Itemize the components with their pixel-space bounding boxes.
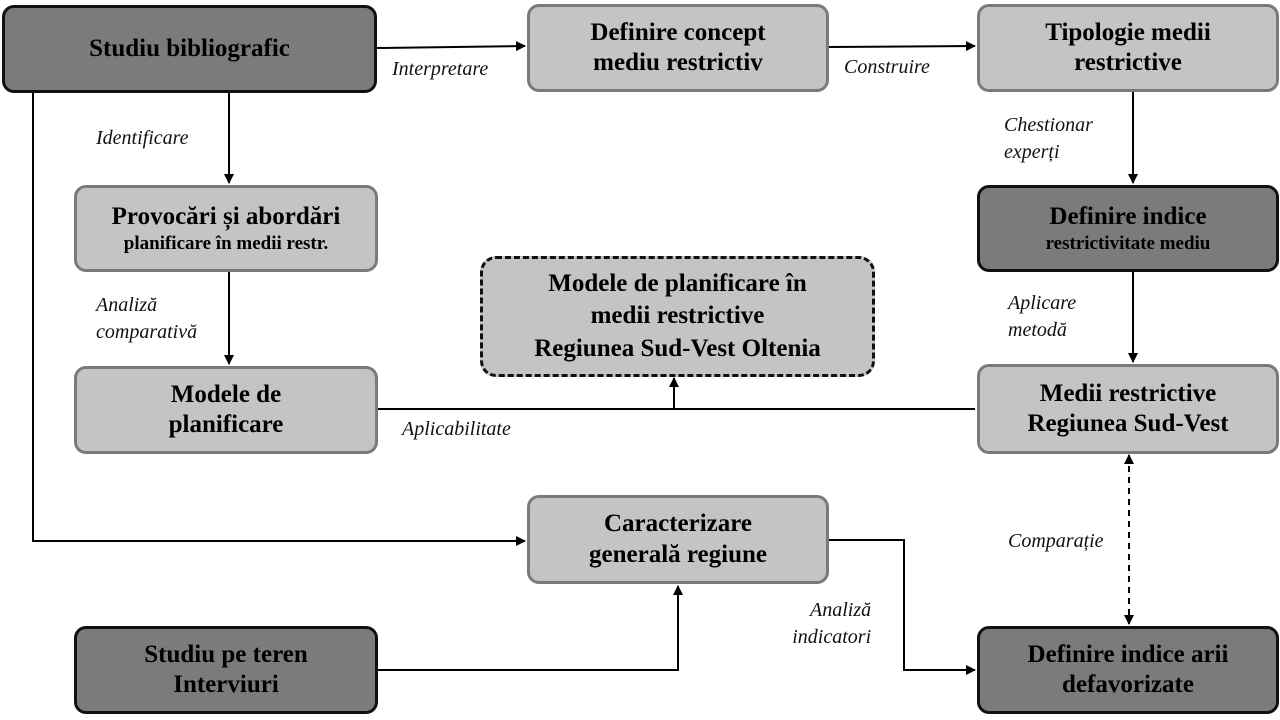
arrow-teren-to-caracterizare: [377, 585, 683, 671]
box-text: Studiu pe teren: [144, 640, 308, 668]
box-text: defavorizate: [1062, 671, 1194, 698]
box-text: Tipologie medii: [1045, 18, 1211, 46]
box-text: Interviuri: [173, 671, 279, 698]
arrow-analiza-indicatori: [829, 539, 976, 675]
label-text: Analiză: [96, 294, 158, 316]
box-text: Definire concept: [590, 18, 766, 46]
box-text: restrictive: [1074, 49, 1182, 76]
box-text: medii restrictive: [590, 302, 765, 330]
box-provocari: Provocări și abordări planificare în med…: [74, 185, 378, 272]
box-text: generală regiune: [589, 540, 767, 568]
box-modele-planificare: Modele de planificare: [74, 366, 378, 454]
box-modele-sud-vest: Modele de planificare în medii restricti…: [480, 256, 875, 377]
box-text: Studiu bibliografic: [89, 34, 290, 62]
box-text: planificare: [168, 411, 284, 438]
label-comparatie: Comparație: [1008, 528, 1104, 555]
label-construire: Construire: [844, 54, 930, 81]
label-interpretare: Interpretare: [392, 56, 488, 83]
label-text: Analiză: [810, 599, 872, 621]
box-text: Medii restrictive: [1039, 379, 1217, 407]
box-text: Provocări și abordări: [111, 202, 341, 230]
box-studiu-teren: Studiu pe teren Interviuri: [74, 626, 378, 714]
arrow-bibliografic-to-caracterizare: [32, 92, 526, 546]
label-text: indicatori: [792, 626, 872, 648]
box-text: Definire indice arii: [1027, 640, 1229, 668]
box-text: mediu restrictiv: [593, 49, 763, 76]
box-text: Modele de: [170, 380, 282, 408]
box-text: Regiunea Sud-Vest: [1027, 410, 1229, 437]
box-caracterizare: Caracterizare generală regiune: [527, 495, 829, 584]
label-text: Aplicare: [1008, 292, 1077, 314]
label-chestionar: Chestionar experți: [1004, 112, 1093, 166]
label-identificare: Identificare: [96, 125, 189, 152]
box-text: planificare în medii restr.: [123, 233, 329, 255]
arrow-construire: [828, 41, 976, 52]
box-definire-indice-arii: Definire indice arii defavorizate: [977, 626, 1279, 714]
label-text: Interpretare: [392, 58, 489, 80]
label-text: experți: [1004, 141, 1060, 163]
label-text: Chestionar: [1004, 114, 1093, 136]
box-text: Modele de planificare în: [548, 269, 807, 297]
label-text: metodă: [1008, 319, 1067, 341]
label-aplicabilitate: Aplicabilitate: [402, 416, 511, 443]
label-text: comparativă: [96, 321, 198, 343]
label-aplicare-metoda: Aplicare metodă: [1008, 290, 1076, 344]
label-text: Construire: [844, 56, 930, 78]
arrow-interpretare: [376, 41, 526, 52]
box-medii-restrictive: Medii restrictive Regiunea Sud-Vest: [977, 364, 1279, 454]
box-text: Regiunea Sud-Vest Oltenia: [534, 334, 821, 362]
box-definire-concept: Definire concept mediu restrictiv: [527, 4, 829, 92]
box-text: restrictivitate mediu: [1045, 233, 1211, 255]
label-analiza-comparativa: Analiză comparativă: [96, 292, 197, 346]
label-text: Identificare: [96, 127, 189, 149]
box-text: Caracterizare: [603, 510, 753, 537]
box-definire-indice-restrictivitate: Definire indice restrictivitate mediu: [977, 185, 1279, 272]
box-studiu-bibliografic: Studiu bibliografic: [2, 5, 377, 93]
box-tipologie: Tipologie medii restrictive: [977, 4, 1279, 92]
label-text: Comparație: [1008, 530, 1104, 552]
box-text: Definire indice: [1049, 202, 1207, 230]
label-analiza-indicatori: Analiză indicatori: [788, 597, 871, 651]
label-text: Aplicabilitate: [402, 418, 511, 440]
